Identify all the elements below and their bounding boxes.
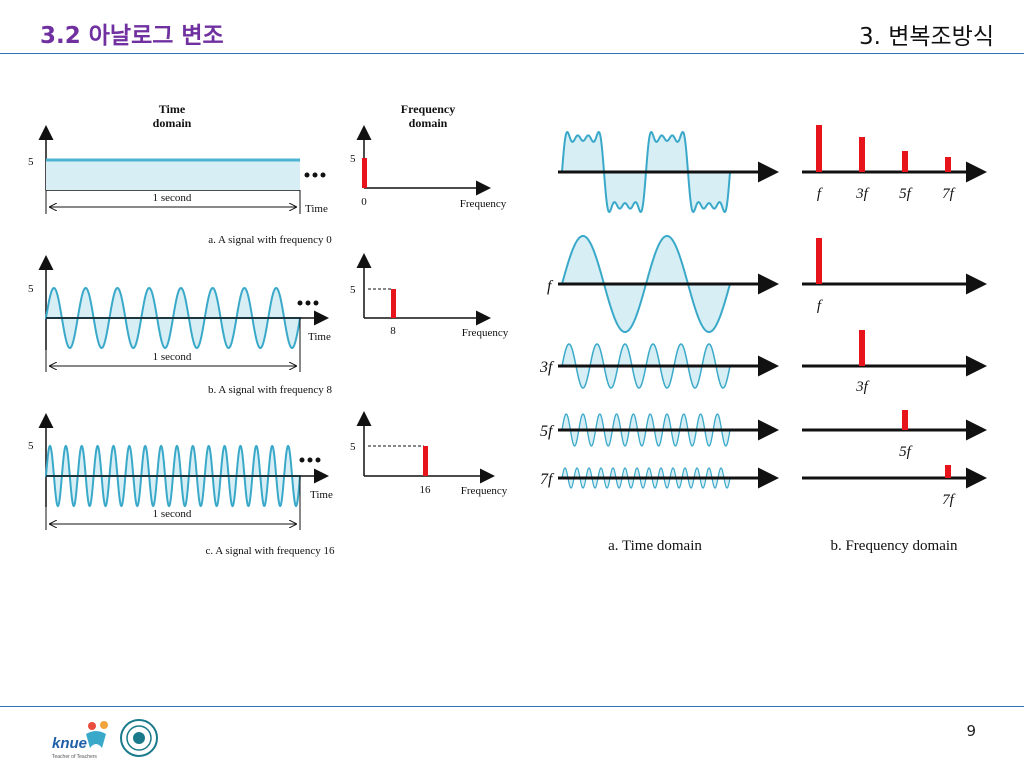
spectrum-label-3f: 3f: [855, 186, 870, 202]
spectrum-label-f-only: f: [817, 298, 823, 314]
page-number: 9: [966, 722, 976, 740]
frequency-value-label: 0: [361, 196, 367, 208]
spectrum-bar-f-only: [816, 238, 822, 284]
frequency-value-label: 16: [420, 484, 432, 496]
time-axis-label: Time: [308, 331, 331, 343]
duration-label: 1 second: [153, 351, 192, 363]
panel-caption: a. A signal with frequency 0: [208, 234, 332, 246]
frequency-amplitude-label: 5: [350, 441, 356, 453]
amplitude-label: 5: [28, 283, 34, 295]
spectrum-bar: [362, 158, 367, 188]
spectrum-bar: [391, 289, 396, 318]
panel-frequency-8: 5 1 second Time 5 8 Frequency b. A signa…: [28, 253, 509, 396]
modulation-figure: Time domain Frequency domain 5 1 second …: [28, 102, 987, 557]
spectrum-label-7f: 7f: [942, 186, 956, 202]
frequency-domain-heading-1: Frequency: [401, 102, 455, 116]
panel-caption: b. A signal with frequency 8: [208, 384, 333, 396]
duration-label: 1 second: [153, 508, 192, 520]
panel-caption: c. A signal with frequency 16: [206, 545, 335, 557]
duration-label: 1 second: [153, 192, 192, 204]
spectrum-bar-5f-only: [902, 410, 908, 430]
slide-title: 3.2 아날로그 변조: [40, 23, 224, 49]
footer-divider: [0, 706, 1024, 707]
frequency-value-label: 8: [390, 325, 396, 337]
spectrum-bar-5f: [902, 151, 908, 172]
frequency-axis-label: Frequency: [462, 327, 509, 339]
amplitude-label: 5: [28, 156, 34, 168]
spectrum-label-5f-only: 5f: [899, 444, 913, 460]
svg-text:knue: knue: [52, 735, 87, 752]
svg-text:Teacher of Teachers: Teacher of Teachers: [52, 754, 97, 760]
amplitude-label: 5: [28, 440, 34, 452]
row-label-3f: 3f: [539, 359, 555, 376]
panel-frequency-16: 5 1 second Time 5 16 Frequency c. A sign…: [28, 411, 508, 557]
frequency-domain-heading-2: domain: [409, 116, 448, 130]
continuation-dots: [297, 300, 319, 306]
spectrum-label-3f-only: 3f: [855, 379, 870, 395]
row-label-5f: 5f: [540, 423, 555, 440]
time-axis-label: Time: [310, 489, 333, 501]
spectrum-bar: [423, 446, 428, 476]
fourier-time-domain: f 3f 5f 7f a. Time domain: [539, 130, 779, 554]
time-signal-area: [46, 160, 300, 190]
continuation-dots: [299, 457, 321, 463]
header-divider: [0, 53, 1024, 54]
fourier-frequency-domain: f 3f 5f 7f f 3f 5f 7f b. Frequency domai…: [802, 125, 987, 554]
frequency-axis-label: Frequency: [460, 198, 507, 210]
spectrum-label-7f-only: 7f: [942, 492, 956, 508]
frequency-amplitude-label: 5: [350, 284, 356, 296]
spectrum-bar-3f: [859, 137, 865, 172]
time-domain-heading-1: Time: [159, 102, 186, 116]
time-axis-label: Time: [305, 203, 328, 215]
spectrum-bar-f: [816, 125, 822, 172]
spectrum-bar-7f: [945, 157, 951, 172]
continuation-dots: [304, 172, 326, 178]
university-logo: knue Teacher of Teachers: [52, 719, 158, 760]
row-label-f: f: [547, 278, 554, 295]
spectrum-bar-7f-only: [945, 465, 951, 478]
spectrum-bar-3f-only: [859, 330, 865, 366]
time-domain-heading-2: domain: [153, 116, 192, 130]
spectrum-label-f: f: [817, 186, 823, 202]
frequency-amplitude-label: 5: [350, 153, 356, 165]
row-label-7f: 7f: [540, 471, 555, 488]
time-domain-caption: a. Time domain: [608, 538, 702, 554]
spectrum-label-5f: 5f: [899, 186, 913, 202]
panel-frequency-0: 5 1 second Time 5 0 Frequency a. A signa…: [28, 125, 507, 246]
slide-topic: 3. 변복조방식: [858, 24, 994, 50]
frequency-axis-label: Frequency: [461, 485, 508, 497]
frequency-domain-caption: b. Frequency domain: [830, 538, 958, 554]
